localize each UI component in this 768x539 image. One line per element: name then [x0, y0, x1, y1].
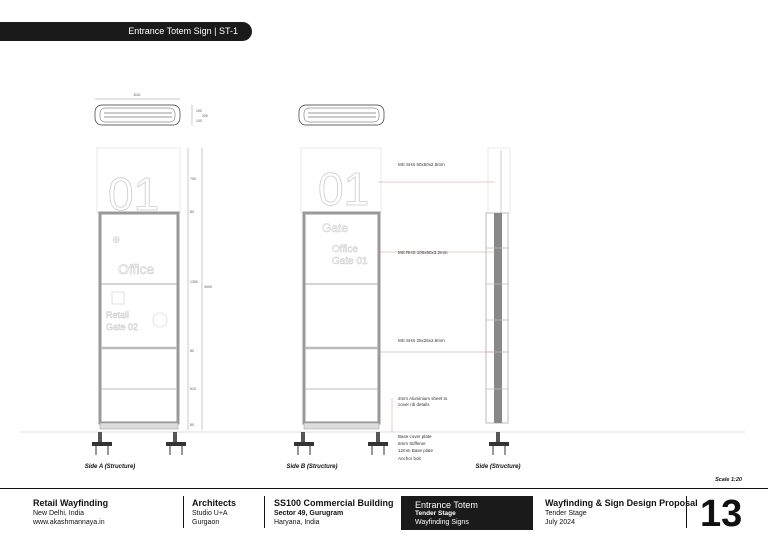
footer-architects: Architects Studio U+A Gurgaon — [192, 498, 236, 527]
dim-depth: 200 — [202, 114, 208, 118]
callout-rhs-100: MS RHS 100x50x3.2mm — [398, 250, 448, 255]
building-region: Haryana, India — [274, 519, 320, 526]
panel-office-a: Office — [118, 261, 155, 277]
footer-project: Retail Wayfinding New Delhi, India www.a… — [33, 498, 108, 527]
building-sector: Sector 49, Gurugram — [274, 510, 344, 517]
svg-text:Gate 02: Gate 02 — [106, 322, 138, 332]
panel-gate-b: Gate — [322, 221, 348, 235]
side-b-label: Side B (Structure) — [286, 464, 337, 470]
svg-text:⊕: ⊕ — [112, 235, 120, 246]
side-a-elevation: 610 100 100 200 01 Office ⊕ Retail Gate … — [85, 92, 212, 470]
svg-text:80: 80 — [190, 349, 194, 353]
sheet-category: Wayfinding Signs — [415, 519, 469, 526]
architects-city: Gurgaon — [192, 519, 220, 526]
project-website[interactable]: www.akashmannaya.in — [33, 519, 105, 526]
proposal-stage: Tender Stage — [545, 510, 587, 517]
sheet-title-footer: Entrance Totem — [415, 500, 478, 510]
divider — [183, 496, 184, 528]
footer-building: SS100 Commercial Building Sector 49, Gur… — [274, 498, 394, 527]
scale-label: Scale 1:20 — [715, 477, 742, 483]
architects-label: Architects — [192, 498, 237, 508]
project-location: New Delhi, India — [33, 510, 84, 517]
panel-retail-a: Retail — [106, 310, 129, 320]
side-c-label: Side (Structure) — [475, 464, 520, 470]
callout-stiffener: 6mm Stiffener — [398, 441, 426, 446]
divider — [686, 496, 687, 528]
building-title: SS100 Commercial Building — [274, 498, 394, 508]
sheet-stage: Tender Stage — [415, 510, 456, 517]
project-title: Retail Wayfinding — [33, 498, 109, 508]
callout-base-plate: 12mm Base plate — [398, 448, 434, 453]
architects-name: Studio U+A — [192, 510, 228, 517]
footer-proposal: Wayfinding & Sign Design Proposal Tender… — [545, 498, 698, 527]
proposal-title: Wayfinding & Sign Design Proposal — [545, 498, 698, 508]
dim-depth-a: 100 — [196, 109, 202, 113]
svg-text:80: 80 — [190, 210, 194, 214]
svg-text:1300: 1300 — [190, 280, 198, 284]
divider — [264, 496, 265, 528]
svg-text:Gate 01: Gate 01 — [332, 256, 368, 267]
side-b-elevation: 01 Gate Office Gate 01 Side B (Structure… — [286, 104, 388, 470]
callouts — [378, 181, 495, 432]
panel-number-b: 01 — [318, 163, 369, 215]
callout-aluminium-sheet: 2mm Aluminium sheet to — [398, 396, 448, 401]
technical-drawing: 610 100 100 200 01 Office ⊕ Retail Gate … — [20, 92, 745, 483]
side-a-top-plan — [94, 104, 181, 126]
sheet-info-box: Entrance Totem Tender Stage Wayfinding S… — [401, 496, 533, 530]
svg-text:610: 610 — [190, 387, 196, 391]
side-a-label: Side A (Structure) — [85, 464, 136, 470]
svg-text:700: 700 — [190, 177, 196, 181]
dim-overall-height: 3000 — [204, 285, 212, 289]
callout-base-cover: Base cover plate — [398, 434, 432, 439]
dim-width-top: 610 — [134, 92, 141, 97]
callout-shs-50: MS SHS 50x50x2.5mm — [398, 162, 445, 167]
callout-shs-25: MS SHS 25x25x2.6mm — [398, 338, 445, 343]
sheet-title: Entrance Totem Sign | ST-1 — [128, 26, 238, 36]
svg-text:80: 80 — [190, 423, 194, 427]
page-number: 13 — [700, 493, 743, 535]
sheet-title-tab: Entrance Totem Sign | ST-1 — [0, 22, 252, 41]
dim-depth-b: 100 — [196, 119, 202, 123]
callout-anchor-bolt: Anchor bolt — [398, 456, 422, 461]
proposal-date: July 2024 — [545, 519, 575, 526]
title-block-footer — [0, 488, 768, 539]
panel-office-b: Office — [332, 244, 358, 255]
svg-text:cover rib details: cover rib details — [398, 402, 430, 407]
side-elevation: Side (Structure) — [475, 147, 521, 470]
